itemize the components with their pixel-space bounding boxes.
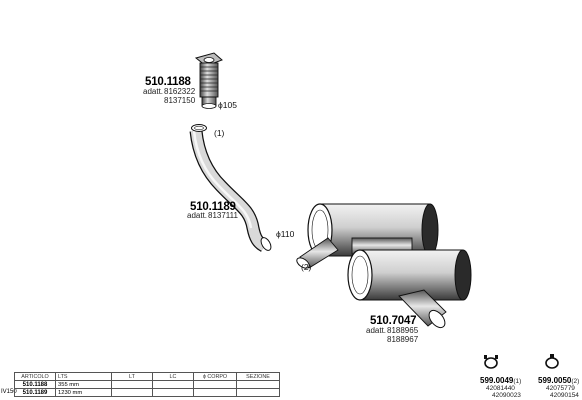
note-label-2: (2) [301, 262, 312, 272]
part-code-510-7047: 510.7047 [370, 315, 417, 327]
clamp-599-0049 [484, 355, 498, 369]
table-header-row: ARTICOLO LTS LT LC ϕ CORPO SEZIONE [14, 372, 280, 381]
part-code-510-1188: 510.1188 [145, 76, 191, 88]
table-cell [152, 388, 194, 397]
table-cell [111, 388, 153, 397]
table-header-cell: ϕ CORPO [193, 372, 237, 381]
clamp-599-0050 [545, 354, 559, 369]
part-ref-510-7047-2: 8188967 [387, 335, 419, 344]
table-cell: 355 mm [55, 380, 112, 389]
muffler-510-7047 [296, 203, 472, 329]
part-ref-510-7047-1: 8188965 [387, 326, 419, 335]
part-ref-510-1188-2: 8137150 [164, 96, 196, 105]
table-cell [236, 388, 280, 397]
table-header-cell: SEZIONE [236, 372, 280, 381]
table-row: 510.1188 355 mm [14, 380, 280, 389]
table-cell: 1230 mm [55, 388, 112, 397]
clamp-code-599-0049: 599.0049(1) [480, 376, 522, 385]
table-side-label: IV150 [1, 389, 17, 395]
table-cell [111, 380, 153, 389]
table-header-cell: LT [111, 372, 153, 381]
table-header-cell: LTS [55, 372, 112, 381]
diameter-label-105: ϕ105 [218, 100, 237, 110]
table-cell [236, 380, 280, 389]
table-cell [193, 380, 237, 389]
clamp-ref-599-0049-2: 42090023 [492, 392, 521, 399]
part-ref-510-1189-1: 8137111 [208, 211, 238, 220]
clamp-ref-599-0050-1: 42075779 [546, 385, 575, 392]
part-ref-label: adatt. [366, 326, 387, 335]
part-ref-label: adatt. [187, 211, 208, 220]
table-cell [193, 388, 237, 397]
table-cell: 510.1189 [14, 388, 56, 397]
part-ref-label: adatt. [143, 87, 164, 96]
table-header-cell: ARTICOLO [14, 372, 56, 381]
parts-table: ARTICOLO LTS LT LC ϕ CORPO SEZIONE 510.1… [14, 372, 280, 397]
part-code-510-1189: 510.1189 [190, 201, 236, 213]
curved-pipe-510-1189 [189, 124, 272, 252]
table-cell [152, 380, 194, 389]
clamp-ref-599-0050-2: 42090154 [550, 392, 579, 399]
table-row: 510.1189 1230 mm [14, 388, 280, 397]
flex-pipe-510-1188 [194, 52, 223, 109]
table-cell: 510.1188 [14, 380, 56, 389]
note-label-1: (1) [214, 128, 225, 138]
table-header-cell: LC [152, 372, 194, 381]
clamp-code-599-0050: 599.0050(2) [538, 376, 580, 385]
clamp-ref-599-0049-1: 42081440 [486, 385, 515, 392]
diameter-label-110: ϕ110 [276, 229, 295, 239]
part-ref-510-1188-1: 8162322 [164, 87, 196, 96]
